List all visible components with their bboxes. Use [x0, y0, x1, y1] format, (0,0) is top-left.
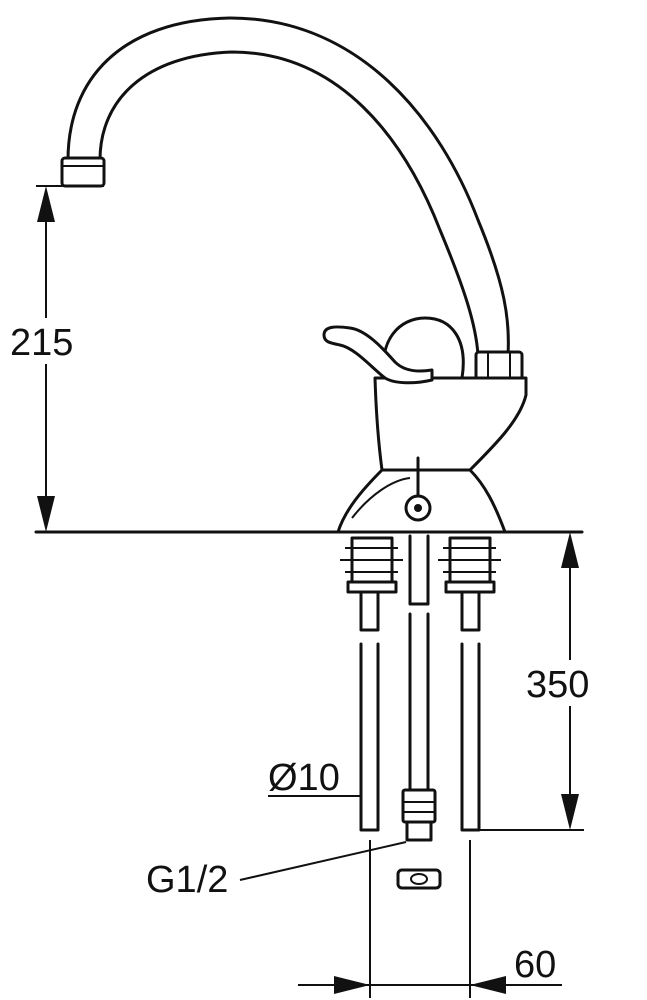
dim-g12-label: G1/2 [146, 859, 228, 901]
spout-nut [474, 350, 524, 382]
dim-215-label: 215 [10, 322, 73, 364]
hex-nut [396, 868, 442, 890]
aerator-nozzle [60, 156, 106, 188]
dim-60-label: 60 [514, 944, 556, 986]
lever-handle [322, 325, 434, 385]
dim-spout-height: 215 [4, 185, 104, 532]
dim-hose-diameter: Ø10 [268, 757, 361, 799]
dim-350-label: 350 [526, 664, 589, 706]
hoses [359, 534, 481, 890]
mounting-left [340, 536, 403, 594]
dim-hose-length: 350 [479, 532, 604, 831]
dim-hose-spacing: 60 [298, 840, 562, 998]
cartridge-dome [382, 316, 465, 380]
dim-d10-label: Ø10 [268, 757, 340, 799]
g-connector [401, 788, 437, 824]
mounting-right [438, 536, 501, 594]
spout [60, 16, 524, 382]
mixer-body [322, 316, 528, 534]
dim-thread: G1/2 [146, 841, 407, 901]
